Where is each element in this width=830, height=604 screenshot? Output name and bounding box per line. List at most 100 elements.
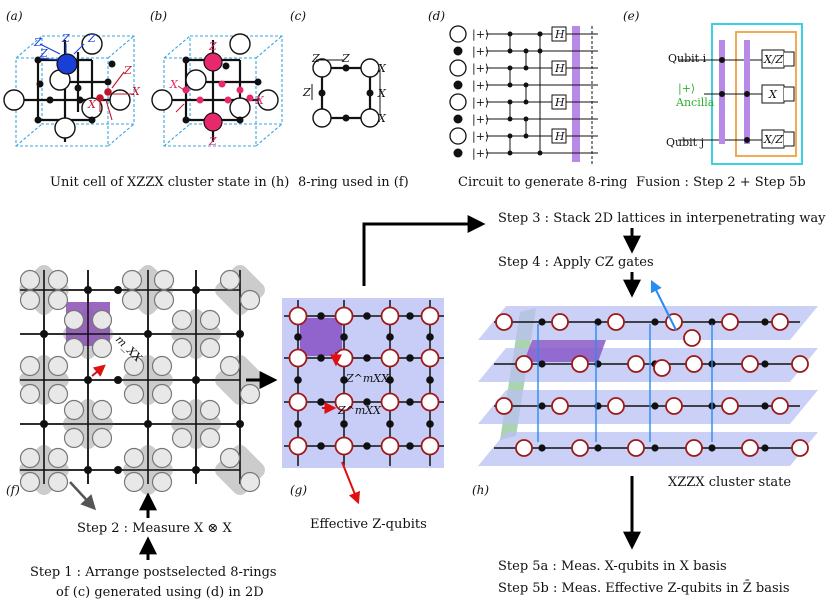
g-x-qubit — [363, 442, 371, 450]
x-qubit-a-topright — [81, 33, 103, 55]
h-x-qubit — [708, 444, 716, 452]
ring-z-qubit — [84, 286, 92, 294]
h-effective-z-qubit — [741, 355, 759, 373]
ring-big-tl — [312, 58, 332, 78]
g-x-qubit — [426, 333, 434, 341]
circuit-big-qubit — [449, 93, 467, 111]
stacked-lattice-h — [478, 306, 818, 466]
label-z-a2: Z — [61, 32, 70, 45]
h-effective-z-qubit — [607, 313, 625, 331]
g-x-qubit — [386, 376, 394, 384]
h-effective-z-qubit — [551, 313, 569, 331]
effective-z-label: Effective Z-qubits — [310, 517, 427, 532]
ring-z-qubit — [236, 330, 244, 338]
ring-x-qubit — [199, 399, 221, 421]
h-x-qubit — [538, 444, 546, 452]
ring-x-qubit — [151, 355, 173, 377]
g-x-qubit — [363, 354, 371, 362]
purple-plaquette-g — [300, 318, 342, 356]
ring-x-qubit — [19, 383, 41, 405]
label-x-a2: X — [87, 98, 97, 111]
x-qubit-a-bottom — [54, 117, 76, 139]
red-label-lines-a — [99, 71, 134, 121]
gray-arrow — [69, 481, 97, 511]
g-x-qubit — [317, 312, 325, 320]
panel-label-b: (b) — [150, 9, 167, 23]
ring-x-qubit — [171, 427, 193, 449]
label-z-mxx-1: Z^mXX — [345, 372, 390, 385]
circuit-ket: |+⟩ — [472, 147, 489, 161]
h-effective-z-qubit — [571, 439, 589, 457]
ring-label-x1: X — [377, 62, 387, 75]
h-effective-z-qubit — [721, 397, 739, 415]
h-effective-z-qubit — [721, 313, 739, 331]
g-x-qubit — [406, 398, 414, 406]
ring-big-br — [360, 108, 380, 128]
g-x-qubit — [406, 354, 414, 362]
panel-label-g: (g) — [290, 483, 307, 497]
effective-z-qubit — [380, 392, 400, 412]
circuit-ket: |+⟩ — [472, 96, 489, 110]
circuit-small-qubit — [453, 148, 463, 158]
effective-z-arrow — [341, 461, 361, 505]
g-x-qubit — [340, 376, 348, 384]
circuit-big-qubit — [449, 25, 467, 43]
g-x-qubit — [363, 398, 371, 406]
circuit-small-qubit — [453, 114, 463, 124]
ring-lattice-f — [19, 265, 265, 495]
h-x-qubit — [594, 444, 602, 452]
g-x-qubit — [317, 398, 325, 406]
ring-x-qubit — [219, 269, 241, 291]
h-x-qubit — [651, 318, 659, 326]
circuit-ket: |+⟩ — [472, 79, 489, 93]
ring-x-qubit — [151, 447, 173, 469]
label-z-a3: Z — [87, 32, 96, 45]
label-x-b2: X — [255, 94, 265, 107]
h-x-qubit — [538, 318, 546, 326]
red-label-lines-b — [175, 85, 258, 113]
h-effective-z-qubit — [685, 439, 703, 457]
x-qubit-b-left — [151, 89, 173, 111]
circuit-ket: |+⟩ — [472, 113, 489, 127]
purple-plaquette-h — [524, 340, 606, 362]
fusion-gate-xz-top: X/Z — [763, 53, 784, 66]
ring-x-qubit — [91, 427, 113, 449]
g-x-qubit — [386, 333, 394, 341]
red-qubits-a — [96, 88, 112, 102]
ring-x-qubit — [63, 309, 85, 331]
h-effective-z-qubit — [685, 355, 703, 373]
ring-x-qubit — [199, 337, 221, 359]
step1-line2: of (c) generated using (d) in 2D — [56, 585, 264, 600]
circuit-ket: |+⟩ — [472, 62, 489, 76]
effective-z-qubit — [288, 306, 308, 326]
label-z-mxx-2: Z^mXX — [337, 404, 382, 417]
ring-x-qubit — [239, 471, 261, 493]
effective-z-qubit — [334, 436, 354, 456]
ring-x-qubit — [47, 383, 69, 405]
h-highlight-qubit — [683, 329, 701, 347]
ring-label-x3: X — [377, 112, 387, 125]
pink-dots-b — [182, 80, 254, 104]
ring-x-qubit — [47, 289, 69, 311]
effective-z-qubit — [334, 306, 354, 326]
ring-x-qubit — [151, 471, 173, 493]
blue-qubit — [56, 53, 78, 75]
h-gate-label: H — [554, 96, 565, 109]
ring-big-tr — [360, 58, 380, 78]
x-qubit-b-topright — [229, 33, 251, 55]
step2-text: Step 2 : Measure X ⊗ X — [77, 521, 232, 536]
g-x-qubit — [340, 420, 348, 428]
label-x-b1: X — [169, 78, 179, 91]
label-z-a1: Z — [33, 36, 42, 49]
ring-z-qubit — [144, 420, 152, 428]
h-effective-z-qubit — [515, 439, 533, 457]
ring-z-qubit — [144, 330, 152, 338]
ring-x-qubit — [63, 399, 85, 421]
h-x-qubit — [651, 402, 659, 410]
ring-x-qubit — [239, 289, 261, 311]
g-x-qubit — [294, 376, 302, 384]
ring-x-qubit — [199, 309, 221, 331]
blue-label-lines-a — [39, 43, 85, 61]
ring-x-qubit — [47, 269, 69, 291]
h-x-qubit — [538, 360, 546, 368]
